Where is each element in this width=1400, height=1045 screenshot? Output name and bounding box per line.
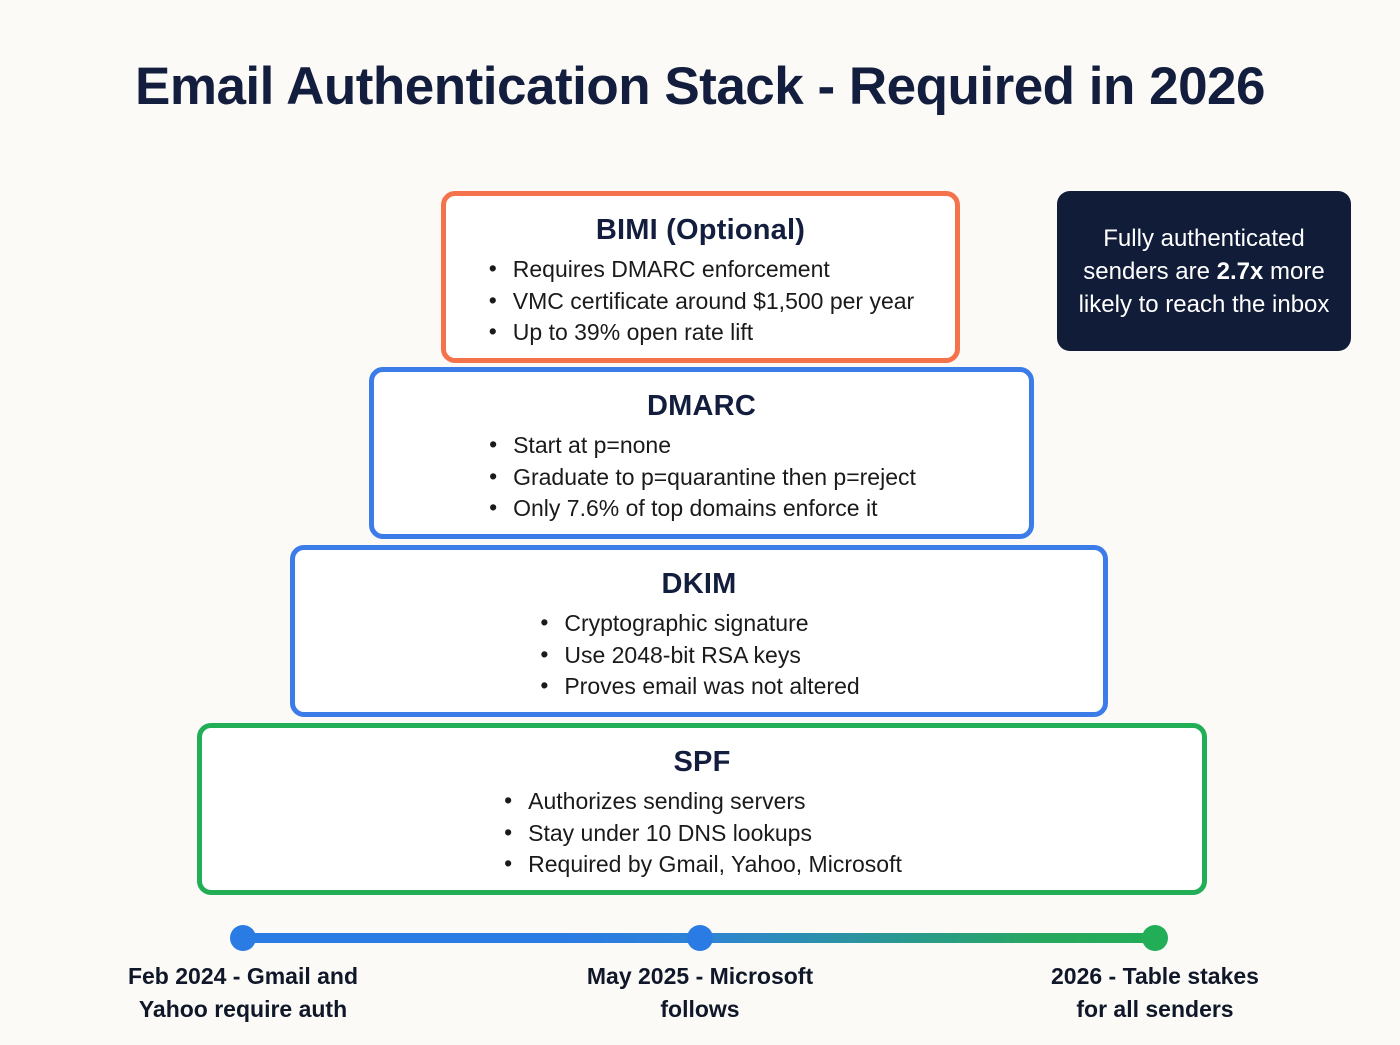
- timeline: Feb 2024 - Gmail and Yahoo require auth …: [0, 905, 1400, 1045]
- timeline-milestone-label: 2026 - Table stakes for all senders: [985, 960, 1325, 1026]
- layer-heading-dkim: DKIM: [661, 568, 737, 600]
- milestone-line-1: Feb 2024 - Gmail and: [127, 963, 359, 989]
- timeline-dot-icon: [687, 925, 713, 951]
- milestone-line-2: for all senders: [1076, 996, 1234, 1022]
- milestone-line-2: follows: [660, 996, 740, 1022]
- stat-callout: Fully authenticated senders are 2.7x mor…: [1057, 191, 1351, 351]
- stat-emphasis: 2.7x: [1216, 257, 1264, 285]
- timeline-dot-icon: [1142, 925, 1168, 951]
- list-item: Authorizes sending servers: [502, 785, 902, 818]
- milestone-line-1: 2026 - Table stakes: [1051, 963, 1259, 989]
- list-item: Stay under 10 DNS lookups: [502, 817, 902, 850]
- list-item: Start at p=none: [487, 429, 916, 462]
- list-item: Cryptographic signature: [538, 607, 859, 640]
- list-item: Required by Gmail, Yahoo, Microsoft: [502, 848, 902, 881]
- stack-layer-dmarc: DMARC Start at p=none Graduate to p=quar…: [369, 367, 1034, 539]
- list-item: Requires DMARC enforcement: [487, 253, 914, 286]
- layer-bullets-dmarc: Start at p=none Graduate to p=quarantine…: [487, 429, 916, 525]
- list-item: Use 2048-bit RSA keys: [538, 639, 859, 672]
- stat-suffix: more likely to reach the inbox: [1078, 257, 1330, 318]
- layer-bullets-bimi: Requires DMARC enforcement VMC certifica…: [487, 253, 914, 349]
- layer-bullets-spf: Authorizes sending servers Stay under 10…: [502, 785, 902, 881]
- list-item: VMC certificate around $1,500 per year: [487, 285, 914, 318]
- stat-callout-text: Fully authenticated senders are 2.7x mor…: [1073, 222, 1335, 321]
- list-item: Graduate to p=quarantine then p=reject: [487, 461, 916, 494]
- timeline-milestone-label: Feb 2024 - Gmail and Yahoo require auth: [73, 960, 413, 1026]
- milestone-line-1: May 2025 - Microsoft: [586, 963, 814, 989]
- page-title: Email Authentication Stack - Required in…: [134, 57, 1266, 116]
- layer-bullets-dkim: Cryptographic signature Use 2048-bit RSA…: [538, 607, 859, 703]
- timeline-milestone-label: May 2025 - Microsoft follows: [530, 960, 870, 1026]
- layer-heading-bimi: BIMI (Optional): [595, 214, 806, 246]
- layer-heading-dmarc: DMARC: [647, 390, 756, 422]
- stack-layer-spf: SPF Authorizes sending servers Stay unde…: [197, 723, 1207, 895]
- layer-heading-spf: SPF: [673, 746, 731, 778]
- milestone-line-2: Yahoo require auth: [138, 996, 348, 1022]
- stack-layer-bimi: BIMI (Optional) Requires DMARC enforceme…: [441, 191, 960, 363]
- list-item: Proves email was not altered: [538, 670, 859, 703]
- timeline-dot-icon: [230, 925, 256, 951]
- stack-layer-dkim: DKIM Cryptographic signature Use 2048-bi…: [290, 545, 1108, 717]
- stat-prefix: Fully authenticated senders are: [1083, 224, 1305, 285]
- list-item: Up to 39% open rate lift: [487, 316, 914, 349]
- list-item: Only 7.6% of top domains enforce it: [487, 492, 916, 525]
